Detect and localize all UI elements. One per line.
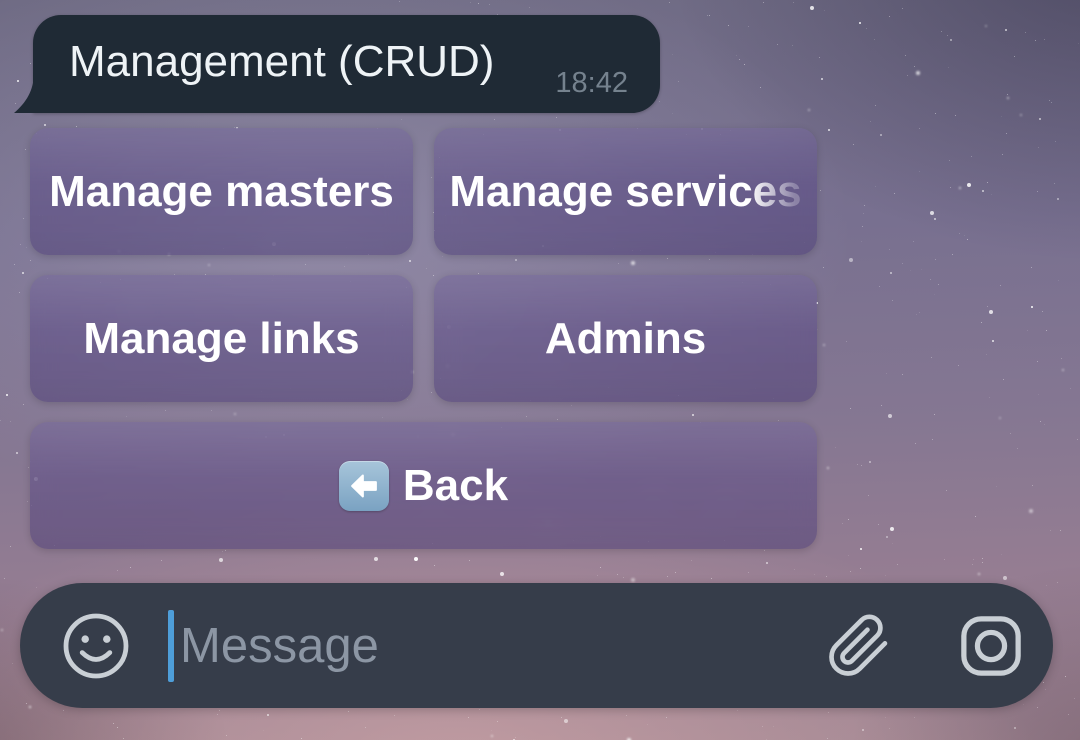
camera-button[interactable] bbox=[954, 609, 1028, 683]
message-input[interactable]: Message bbox=[168, 583, 808, 708]
back-button[interactable]: Back bbox=[30, 422, 817, 549]
manage-masters-button[interactable]: Manage masters bbox=[30, 128, 413, 255]
text-cursor bbox=[168, 609, 174, 682]
back-arrow-icon bbox=[338, 460, 389, 511]
keyboard-row: Manage links Admins bbox=[30, 275, 817, 402]
smiley-icon bbox=[63, 613, 129, 678]
paperclip-icon bbox=[829, 614, 888, 676]
bubble-tail bbox=[14, 73, 34, 113]
message-text: Management (CRUD) bbox=[69, 37, 495, 86]
reply-keyboard: Manage masters Manage services Manage li… bbox=[30, 128, 817, 569]
message-composer-bar: Message bbox=[20, 583, 1053, 708]
button-label: Manage services bbox=[449, 166, 802, 216]
message-timestamp: 18:42 bbox=[555, 67, 628, 99]
manage-links-button[interactable]: Manage links bbox=[30, 275, 413, 402]
manage-services-button[interactable]: Manage services bbox=[434, 128, 817, 255]
button-label: Admins bbox=[544, 313, 707, 363]
emoji-picker-button[interactable] bbox=[60, 610, 132, 682]
keyboard-row: Back bbox=[30, 422, 817, 549]
button-label: Manage masters bbox=[49, 166, 394, 216]
button-label: Back bbox=[402, 460, 509, 510]
admins-button[interactable]: Admins bbox=[434, 275, 817, 402]
button-label: Manage links bbox=[83, 313, 360, 363]
keyboard-row: Manage masters Manage services bbox=[30, 128, 817, 255]
message-placeholder: Message bbox=[180, 618, 379, 673]
attach-file-button[interactable] bbox=[826, 613, 892, 679]
camera-icon bbox=[961, 615, 1021, 676]
incoming-message-bubble[interactable]: Management (CRUD) 18:42 bbox=[14, 15, 660, 113]
